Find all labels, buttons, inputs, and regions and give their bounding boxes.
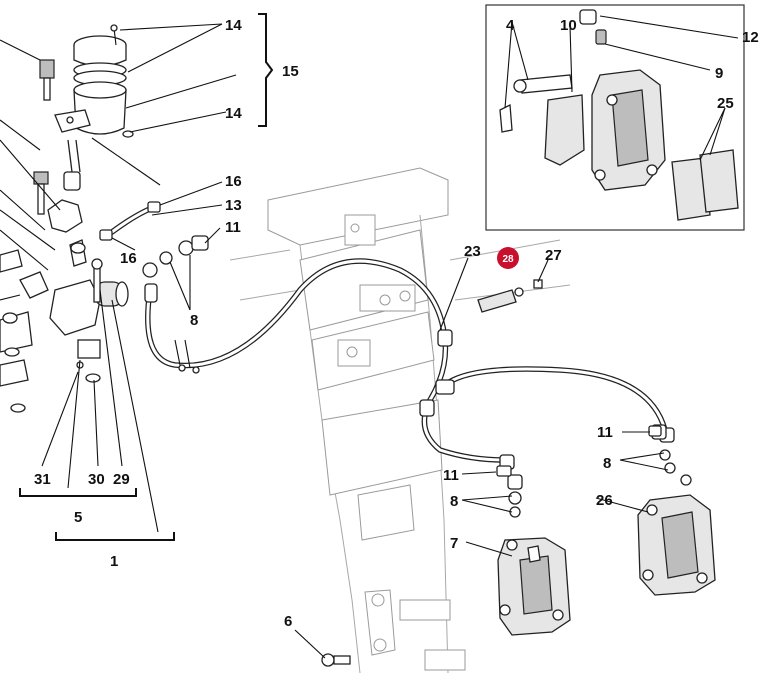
callout-4: 4 — [506, 17, 515, 34]
callout-8-middle: 8 — [450, 493, 458, 510]
front-fork-background — [229, 167, 571, 673]
callout-12: 12 — [742, 29, 759, 46]
callout-26: 26 — [596, 492, 613, 509]
caliper-right — [637, 424, 716, 596]
callout-labels: 14 15 14 16 13 11 16 8 23 27 4 10 12 9 2… — [34, 17, 759, 630]
callout-11-left: 11 — [225, 219, 241, 236]
callout-13: 13 — [225, 197, 242, 214]
callout-31: 31 — [34, 471, 51, 488]
group-brackets — [19, 13, 274, 541]
callout-25: 25 — [717, 95, 734, 112]
callout-8-left: 8 — [190, 312, 198, 329]
callout-23: 23 — [464, 243, 481, 260]
badge-circle[interactable] — [497, 247, 519, 269]
callout-8-right: 8 — [603, 455, 611, 472]
reservoir-assembly — [33, 24, 134, 215]
callout-16-top: 16 — [225, 173, 242, 190]
callout-30: 30 — [88, 471, 105, 488]
brake-hose — [144, 258, 675, 470]
callout-15: 15 — [282, 63, 299, 80]
badge-label: 28 — [502, 254, 514, 265]
hose-guide — [477, 279, 543, 313]
reservoir-hose — [99, 201, 161, 241]
callout-5: 5 — [74, 509, 82, 526]
callout-6: 6 — [284, 613, 292, 630]
bolts — [321, 425, 662, 667]
callout-16-bottom: 16 — [120, 250, 137, 267]
leader-lines — [41, 15, 739, 659]
callout-14-top: 14 — [225, 17, 242, 34]
inset-caliper-detail — [485, 4, 745, 231]
callout-29: 29 — [113, 471, 130, 488]
callout-10: 10 — [560, 17, 577, 34]
banjo-fittings-left — [142, 235, 209, 278]
caliper-left — [497, 474, 571, 636]
callout-14-bottom: 14 — [225, 105, 242, 122]
callout-11-middle: 11 — [443, 467, 459, 484]
highlight-badge[interactable]: 28 — [497, 247, 519, 269]
callout-7: 7 — [450, 535, 458, 552]
callout-1: 1 — [110, 553, 118, 570]
callout-11-right: 11 — [597, 424, 613, 441]
callout-9: 9 — [715, 65, 723, 82]
master-cylinder — [0, 39, 129, 413]
callout-27: 27 — [545, 247, 562, 264]
